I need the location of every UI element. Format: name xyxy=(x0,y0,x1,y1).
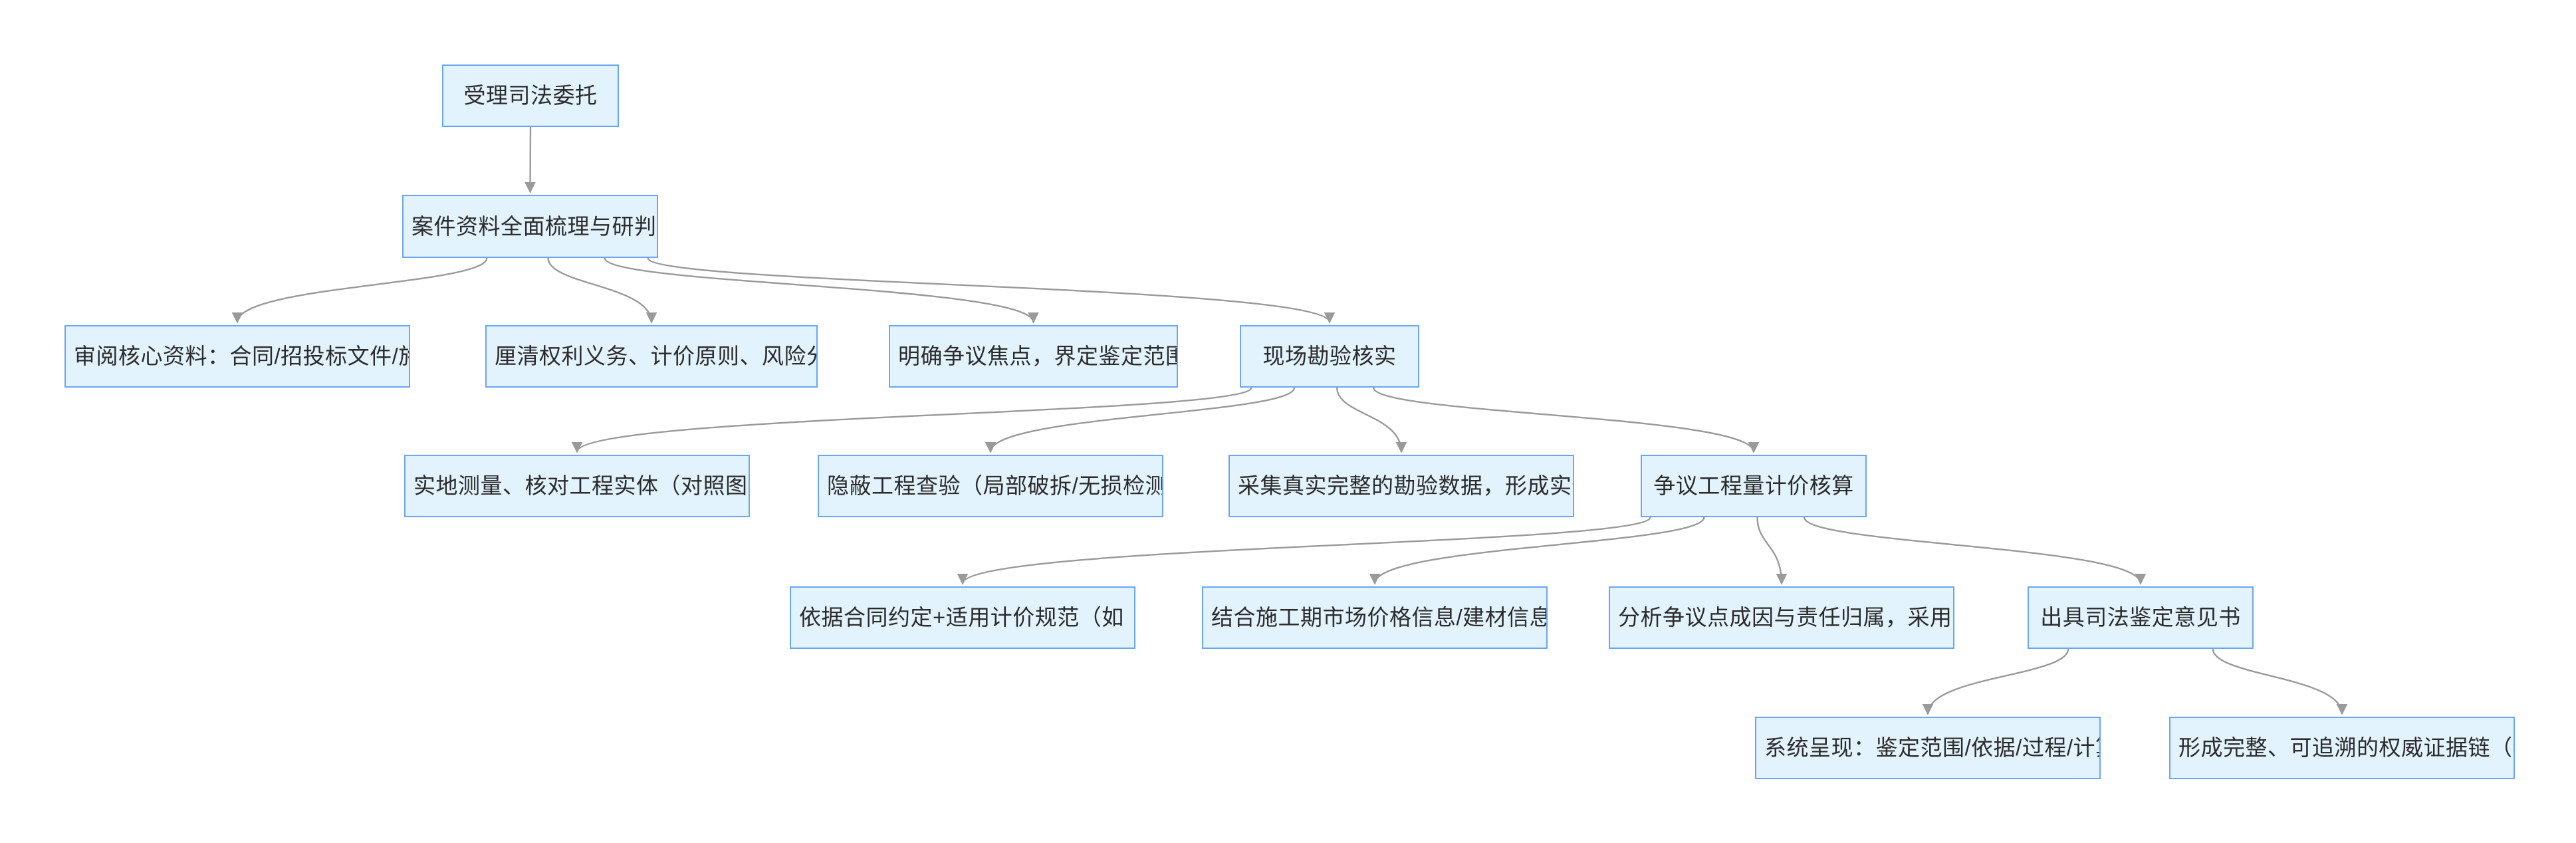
flow-node-n8[interactable]: 隐蔽工程查验（局部破拆/无损检测等） xyxy=(818,455,1163,517)
flow-edge-n2-to-n6 xyxy=(647,257,1336,324)
flow-node-label: 现场勘验核实 xyxy=(1262,344,1397,369)
flow-node-label: 受理司法委托 xyxy=(463,83,598,108)
flow-node-n15[interactable]: 系统呈现：鉴定范围/依据/过程/计算 xyxy=(1755,717,2101,779)
flow-node-label: 分析争议点成因与责任归属，采用恰当 xyxy=(1618,605,1953,630)
flow-edge-n6-to-n10 xyxy=(1373,387,1760,453)
flow-node-n14[interactable]: 出具司法鉴定意见书 xyxy=(2028,586,2254,649)
flow-edge-n10-to-n13 xyxy=(1756,517,1788,585)
flow-edge-n1-to-n2 xyxy=(525,126,536,193)
flow-node-n9[interactable]: 采集真实完整的勘验数据，形成实体化 xyxy=(1229,455,1574,517)
flow-edge-n6-to-n7 xyxy=(571,387,1252,453)
flow-node-label: 案件资料全面梳理与研判 xyxy=(411,213,657,239)
flow-edge-n6-to-n9 xyxy=(1336,387,1407,453)
flow-node-label: 依据合同约定+适用计价规范（如《建 xyxy=(799,605,1134,630)
flow-node-n5[interactable]: 明确争议焦点，界定鉴定范围 xyxy=(889,325,1178,388)
flow-node-label: 明确争议焦点，界定鉴定范围 xyxy=(898,344,1177,369)
flow-node-label: 隐蔽工程查验（局部破拆/无损检测等） xyxy=(827,473,1162,499)
flow-node-label: 出具司法鉴定意见书 xyxy=(2040,605,2241,630)
flow-edge-n14-to-n15 xyxy=(1922,648,2069,715)
flow-edge-n10-to-n11 xyxy=(957,517,1651,585)
flow-node-label: 采集真实完整的勘验数据，形成实体化 xyxy=(1238,473,1573,499)
flow-node-n4[interactable]: 厘清权利义务、计价原则、风险分摊纟 xyxy=(485,325,818,388)
flow-node-n12[interactable]: 结合施工期市场价格信息/建材信息价 xyxy=(1202,586,1548,649)
flow-edge-n10-to-n12 xyxy=(1369,517,1705,585)
flow-edge-n2-to-n4 xyxy=(547,257,657,324)
flow-node-label: 实地测量、核对工程实体（对照图纸文 xyxy=(413,473,749,499)
flow-node-label: 厘清权利义务、计价原则、风险分摊纟 xyxy=(495,344,816,369)
flow-node-label: 争议工程量计价核算 xyxy=(1653,473,1854,499)
flow-node-n2[interactable]: 案件资料全面梳理与研判 xyxy=(402,195,658,258)
flow-edge-n2-to-n3 xyxy=(231,257,488,324)
flow-edge-n2-to-n5 xyxy=(604,257,1039,324)
flow-node-n11[interactable]: 依据合同约定+适用计价规范（如《建 xyxy=(790,586,1135,649)
flow-node-label: 结合施工期市场价格信息/建材信息价 xyxy=(1211,605,1546,630)
flow-node-n10[interactable]: 争议工程量计价核算 xyxy=(1641,455,1867,517)
flow-node-label: 形成完整、可追溯的权威证据链（经受 xyxy=(2178,735,2514,761)
flow-node-label: 审阅核心资料：合同/招投标文件/施工 xyxy=(74,344,409,369)
flow-node-label: 系统呈现：鉴定范围/依据/过程/计算 xyxy=(1764,735,2099,761)
flow-node-n1[interactable]: 受理司法委托 xyxy=(442,64,619,127)
flow-edge-n10-to-n14 xyxy=(1803,517,2147,585)
flow-node-n13[interactable]: 分析争议点成因与责任归属，采用恰当 xyxy=(1609,586,1954,649)
flow-node-n6[interactable]: 现场勘验核实 xyxy=(1240,325,1419,388)
flow-node-n3[interactable]: 审阅核心资料：合同/招投标文件/施工 xyxy=(64,325,410,388)
flow-edge-n6-to-n8 xyxy=(985,387,1296,453)
flow-node-n16[interactable]: 形成完整、可追溯的权威证据链（经受 xyxy=(2169,717,2515,779)
flow-edge-n14-to-n16 xyxy=(2212,648,2348,715)
flow-node-n7[interactable]: 实地测量、核对工程实体（对照图纸文 xyxy=(404,455,750,517)
